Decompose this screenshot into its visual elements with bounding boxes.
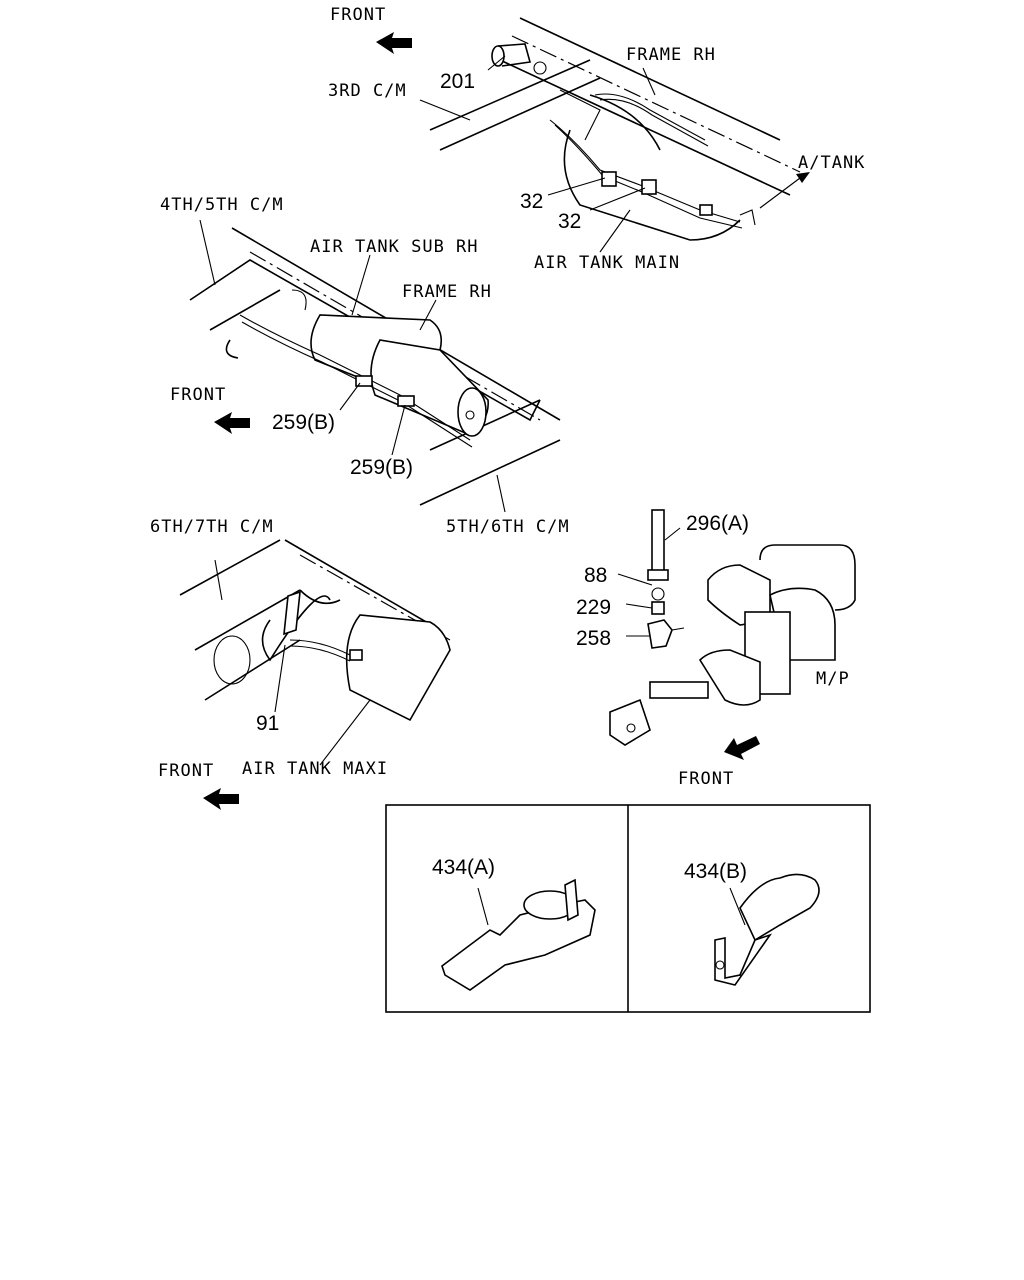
front-label-low-right: FRONT [678, 769, 734, 789]
labels: FRONT FRAME RH 3RD C/M 201 A/TANK 32 32 … [150, 5, 865, 883]
cm-5th6th-label: 5TH/6TH C/M [446, 517, 570, 537]
part-88-label: 88 [584, 564, 607, 587]
part-229-label: 229 [576, 596, 611, 619]
lower-left-assembly [179, 539, 451, 810]
part-32-label-b: 32 [558, 210, 581, 233]
front-label-low-left: FRONT [158, 761, 214, 781]
front-arrow-icon [376, 32, 412, 54]
front-label-mid: FRONT [170, 385, 226, 405]
a-tank-label: A/TANK [798, 153, 865, 173]
mp-assembly [609, 509, 856, 760]
part-201-label: 201 [440, 70, 475, 93]
air-tank-main-label: AIR TANK MAIN [534, 253, 680, 273]
air-tank-maxi-label: AIR TANK MAXI [242, 759, 388, 779]
part-259b-label-b: 259(B) [350, 456, 413, 479]
cm-3rd-label: 3RD C/M [328, 81, 407, 101]
top-assembly [376, 17, 810, 253]
front-arrow-icon [724, 736, 760, 760]
front-label-top: FRONT [330, 5, 386, 25]
frame-rh-label-top: FRAME RH [626, 45, 716, 65]
air-tank-sub-rh-label: AIR TANK SUB RH [310, 237, 479, 257]
cm-6th7th-label: 6TH/7TH C/M [150, 517, 274, 537]
part-296a-label: 296(A) [686, 512, 749, 535]
front-arrow-icon [214, 412, 250, 434]
front-arrow-icon [203, 788, 239, 810]
part-258-label: 258 [576, 627, 611, 650]
part-434b-label: 434(B) [684, 860, 747, 883]
cm-4th5th-label: 4TH/5TH C/M [160, 195, 284, 215]
a-tank-arrow-icon [796, 172, 810, 183]
part-434a-label: 434(A) [432, 856, 495, 879]
mp-label: M/P [816, 669, 850, 689]
part-91-label: 91 [256, 712, 279, 735]
frame-rh-label-mid: FRAME RH [402, 282, 492, 302]
inset-panels [385, 804, 871, 1013]
middle-assembly [189, 219, 561, 513]
part-259b-label-a: 259(B) [272, 411, 335, 434]
part-32-label-a: 32 [520, 190, 543, 213]
